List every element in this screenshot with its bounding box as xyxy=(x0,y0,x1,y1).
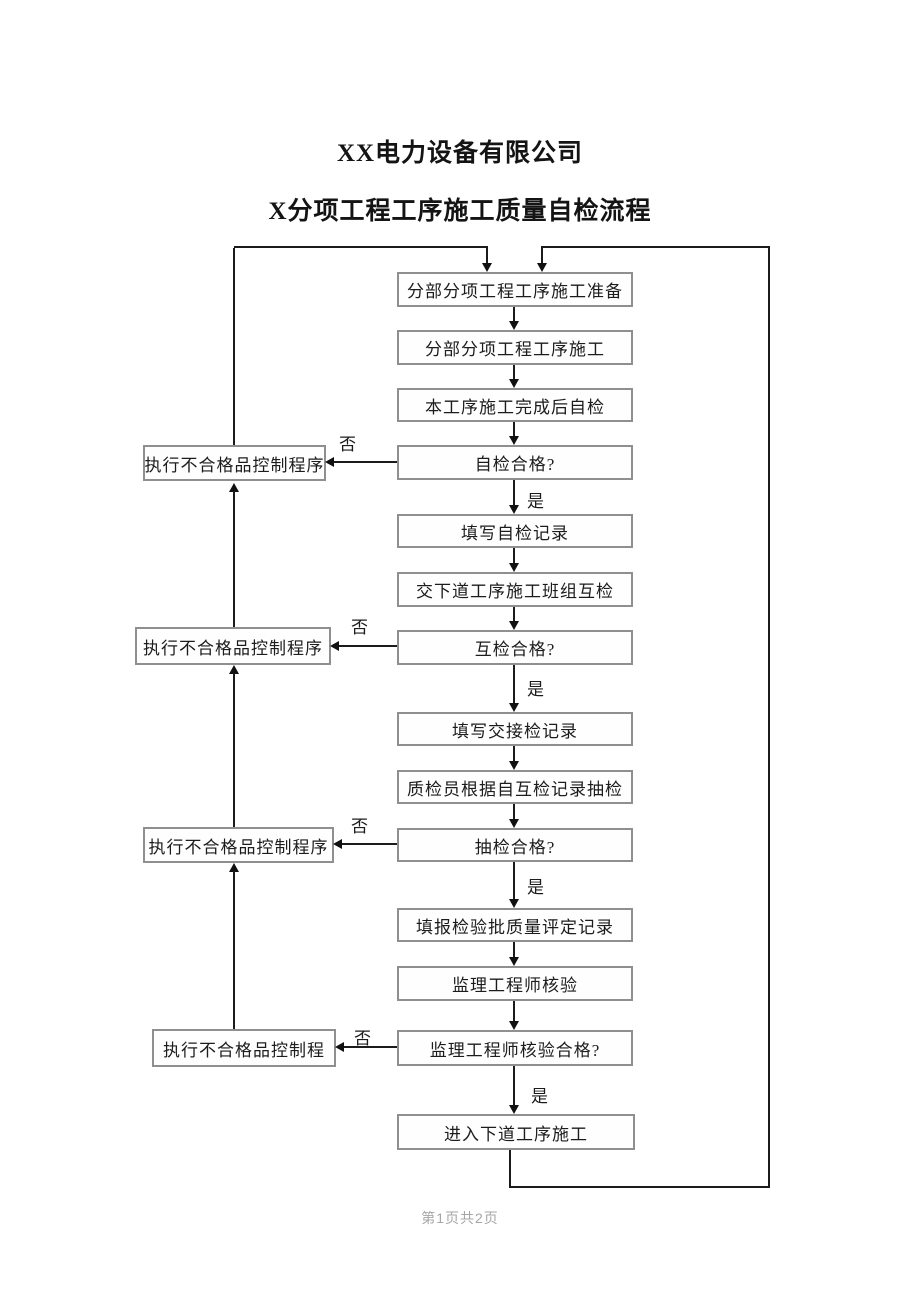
arrowhead-down-icon xyxy=(509,621,519,630)
arrowhead-left-icon xyxy=(333,839,342,849)
flow-connector xyxy=(513,804,515,820)
no-label-3: 否 xyxy=(351,817,368,836)
arrowhead-down-icon xyxy=(509,321,519,330)
rejection-box-4: 执行不合格品控制程 xyxy=(152,1029,336,1067)
loop-line-right xyxy=(768,246,770,1188)
arrowhead-up-icon xyxy=(229,665,239,674)
rejection-chain-line xyxy=(233,871,235,1029)
no-branch-line xyxy=(339,645,397,647)
arrowhead-down-icon xyxy=(537,263,547,272)
no-branch-line xyxy=(344,1046,397,1048)
flow-step-spot-check: 质检员根据自互检记录抽检 xyxy=(397,770,633,804)
flow-connector xyxy=(513,1066,515,1106)
flow-step-next-process: 进入下道工序施工 xyxy=(397,1114,635,1150)
rejection-box-3: 执行不合格品控制程序 xyxy=(143,827,334,863)
arrowhead-down-icon xyxy=(482,263,492,272)
arrowhead-down-icon xyxy=(509,957,519,966)
no-branch-line xyxy=(334,461,397,463)
yes-label-4: 是 xyxy=(531,1087,548,1106)
arrowhead-down-icon xyxy=(509,379,519,388)
arrowhead-down-icon xyxy=(509,1021,519,1030)
arrowhead-down-icon xyxy=(509,436,519,445)
rejection-box-1: 执行不合格品控制程序 xyxy=(143,445,326,481)
arrowhead-up-icon xyxy=(229,483,239,492)
arrowhead-down-icon xyxy=(509,1105,519,1114)
flow-step-prepare: 分部分项工程工序施工准备 xyxy=(397,272,633,307)
flow-connector xyxy=(513,480,515,506)
flow-connector xyxy=(513,1001,515,1022)
arrowhead-left-icon xyxy=(325,457,334,467)
arrowhead-down-icon xyxy=(509,703,519,712)
flow-connector xyxy=(513,548,515,564)
no-label-1: 否 xyxy=(339,435,356,454)
flow-step-construct: 分部分项工程工序施工 xyxy=(397,330,633,365)
rejection-chain-line xyxy=(233,673,235,827)
loop-line-top-right xyxy=(541,246,770,248)
yes-label-3: 是 xyxy=(527,878,544,897)
arrowhead-down-icon xyxy=(509,505,519,514)
flow-step-fill-self-check-record: 填写自检记录 xyxy=(397,514,633,548)
flow-connector xyxy=(513,365,515,380)
entry-line-right xyxy=(541,248,543,264)
loop-line-bottom xyxy=(509,1186,770,1188)
arrowhead-up-icon xyxy=(229,863,239,872)
flow-step-self-check: 本工序施工完成后自检 xyxy=(397,388,633,422)
yes-label-1: 是 xyxy=(527,492,544,511)
flow-step-self-check-pass: 自检合格? xyxy=(397,445,633,480)
flow-connector xyxy=(513,862,515,900)
flow-connector xyxy=(513,665,515,704)
flow-connector xyxy=(513,942,515,958)
flow-step-spot-check-pass: 抽检合格? xyxy=(397,828,633,862)
arrowhead-left-icon xyxy=(335,1042,344,1052)
yes-label-2: 是 xyxy=(527,680,544,699)
flow-step-supervisor-verify: 监理工程师核验 xyxy=(397,966,633,1001)
flow-connector xyxy=(513,422,515,437)
company-title: XX电力设备有限公司 xyxy=(336,140,584,167)
flow-connector xyxy=(513,607,515,622)
arrowhead-down-icon xyxy=(509,899,519,908)
rejection-return-line xyxy=(233,248,235,445)
arrowhead-left-icon xyxy=(330,641,339,651)
loop-line-top-left xyxy=(234,246,488,248)
arrowhead-down-icon xyxy=(509,819,519,828)
flow-step-supervisor-verify-pass: 监理工程师核验合格? xyxy=(397,1030,633,1066)
no-label-2: 否 xyxy=(351,618,368,637)
flow-connector xyxy=(513,307,515,322)
loop-line-bottom-drop xyxy=(509,1150,511,1188)
flow-step-fill-handover-record: 填写交接检记录 xyxy=(397,712,633,746)
flow-connector xyxy=(513,746,515,762)
no-label-4: 否 xyxy=(354,1029,371,1048)
rejection-box-2: 执行不合格品控制程序 xyxy=(135,627,331,665)
flow-step-mutual-check: 交下道工序施工班组互检 xyxy=(397,572,633,607)
arrowhead-down-icon xyxy=(509,563,519,572)
no-branch-line xyxy=(342,843,397,845)
entry-line-left xyxy=(486,248,488,264)
arrowhead-down-icon xyxy=(509,761,519,770)
rejection-chain-line xyxy=(233,491,235,627)
page-number: 第1页共2页 xyxy=(421,1210,499,1226)
flow-title: X分项工程工序施工质量自检流程 xyxy=(268,198,652,225)
flow-step-fill-quality-record: 填报检验批质量评定记录 xyxy=(397,908,633,942)
flow-step-mutual-check-pass: 互检合格? xyxy=(397,630,633,665)
